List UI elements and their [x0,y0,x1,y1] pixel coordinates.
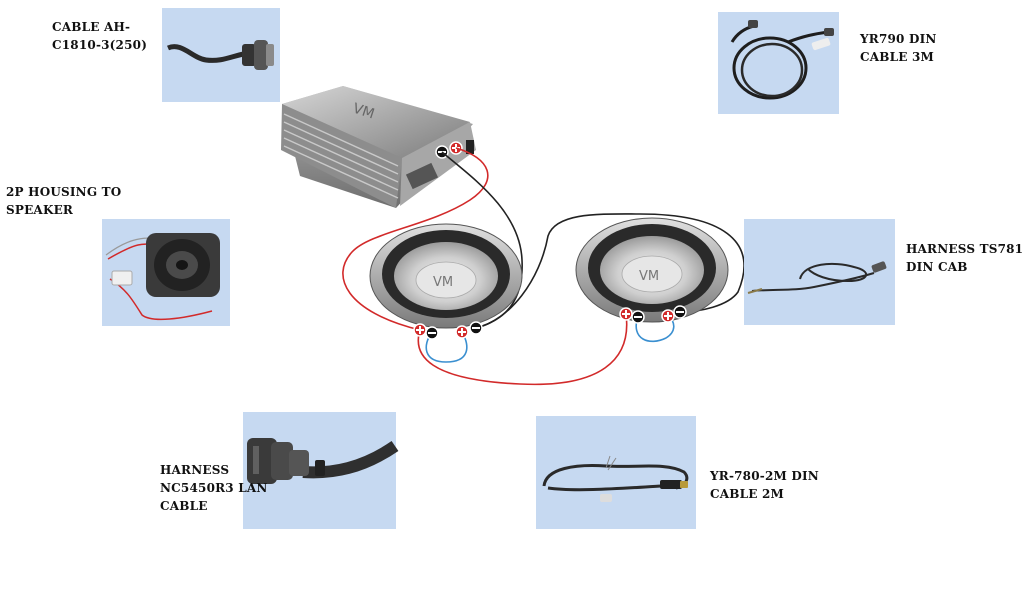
amplifier-port [466,140,474,154]
subwoofer-cone [394,242,498,310]
yr780-label: YR-780-2M DIN CABLE 2M [710,467,819,503]
wire-sub1-bridge [425,331,468,363]
nc5450-thumbnail [243,412,399,529]
yr790-label-line1: YR790 DIN [860,32,937,46]
wire-amp-minus-to-sub1-minus [441,151,523,329]
sub1-minus-terminal-b [469,321,483,335]
amplifier-connector [405,162,439,190]
ts781-label-line1: HARNESS TS781 [906,242,1023,256]
minus-icon [428,332,436,334]
yr780-label-line1: YR-780-2M DIN [710,469,819,483]
harness-cable-icon [747,261,887,294]
sub2-minus-terminal-b [673,305,687,319]
vm-logo-icon: VM [639,269,659,284]
sub2-plus-terminal-a [619,307,633,321]
subwoofer-right: VM [575,217,729,324]
subwoofer-surround [382,230,510,318]
subwoofer-dustcap [415,261,477,299]
housing-label-line1: 2P HOUSING TO [6,185,122,199]
coiled-cable-icon [730,20,834,100]
amplifier-vents [283,113,399,199]
subwoofer-dustcap [621,255,683,293]
minus-icon [634,316,642,318]
yr790-label: YR790 DIN CABLE 3M [860,30,937,66]
minus-icon [472,327,480,329]
sub2-plus-terminal-b [661,309,675,323]
yr780-label-line2: CABLE 2M [710,487,784,501]
wire-amp-plus-to-sub1-plus [342,147,489,331]
subwoofer-basket [590,278,714,314]
ts781-label: HARNESS TS781 DIN CAB [906,240,1023,276]
housing-label-line2: SPEAKER [6,203,74,217]
din-plug-cable-icon [167,40,274,70]
plus-icon [458,328,466,336]
wire-sub1-minus-to-sub2-minus [475,213,745,329]
minus-icon [676,311,684,313]
subwoofer-basket [386,282,510,318]
amp-minus-terminal [435,145,449,159]
plus-icon [452,144,460,152]
amplifier-top [282,86,470,158]
amp-plus-terminal [449,141,463,155]
ts781-thumbnail [744,219,895,325]
cable-ah-thumbnail [162,8,280,102]
yr780-thumbnail [536,416,696,529]
subwoofer-surround [588,224,716,312]
subwoofer-rim [369,223,523,329]
nc5450-label-line2: NC5450R3 LAN [160,481,268,495]
cable-ah-label-line2: C1810-3(250) [52,38,148,52]
plus-icon [664,312,672,320]
plus-icon [622,310,630,318]
sub1-plus-terminal-b [455,325,469,339]
nc5450-label-line1: HARNESS [160,463,230,477]
housing-thumbnail [102,219,230,326]
subwoofer-cone [600,236,704,304]
minus-icon [438,151,446,153]
cable-ah-label: CABLE AH- C1810-3(250) [52,18,147,54]
lan-connector-icon [247,438,399,484]
nc5450-label-line3: CABLE [160,499,208,513]
speaker-housing-icon [105,233,220,321]
wires [342,147,745,386]
sub1-plus-terminal [413,323,427,337]
plus-icon [416,326,424,334]
yr790-label-line2: CABLE 3M [860,50,934,64]
sub1-minus-terminal-a [425,326,439,340]
vm-logo-icon: VM [351,101,377,123]
amplifier-fins [281,104,402,208]
sub2-minus-terminal-a [631,310,645,324]
amplifier: VM [281,86,476,208]
housing-label: 2P HOUSING TO SPEAKER [6,183,121,219]
cable-ah-label-line1: CABLE AH- [52,20,131,34]
nc5450-label: HARNESS NC5450R3 LAN CABLE [160,461,268,515]
vm-logo-icon: VM [433,275,453,290]
ts781-label-line2: DIN CAB [906,260,968,274]
yr790-thumbnail [718,12,839,114]
subwoofer-left: VM [369,223,523,340]
amplifier-end-panel [400,122,476,206]
wire-sub2-bridge [635,315,675,343]
wire-sub1-plus-to-sub2-plus [417,313,628,386]
amplifier-body [282,86,473,208]
subwoofer-rim [575,217,729,323]
din-cable-icon [542,455,689,502]
